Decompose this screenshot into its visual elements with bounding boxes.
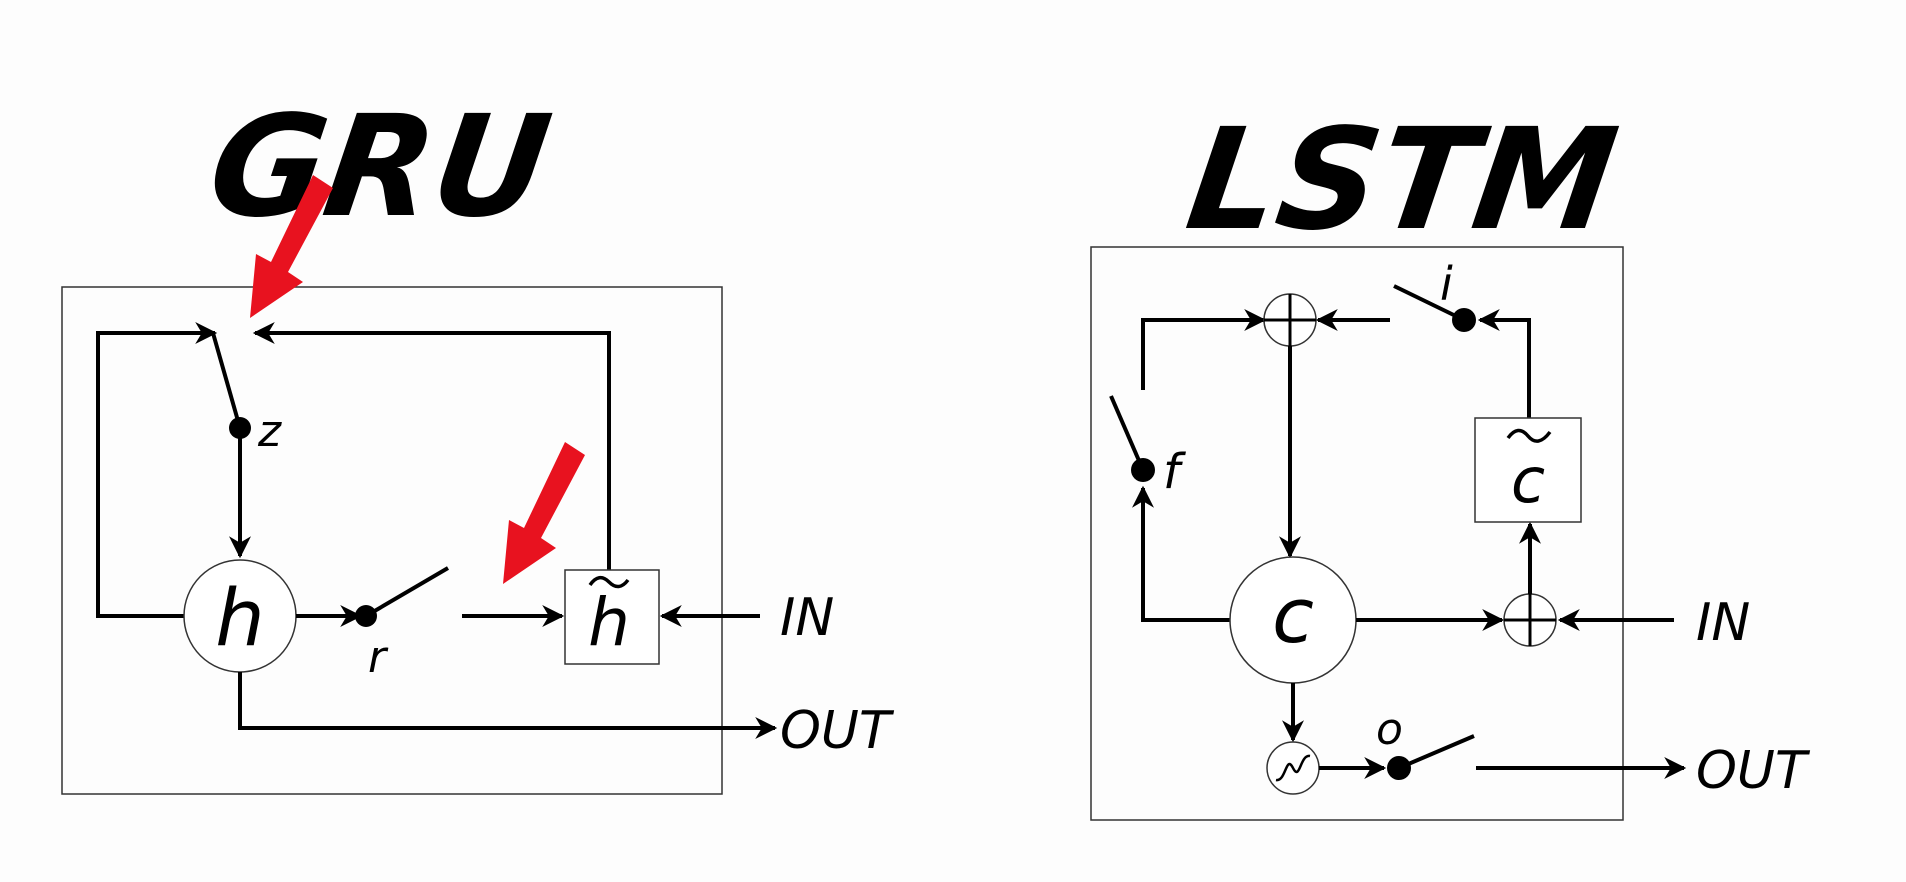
gru-loop-htilde-to-top bbox=[252, 322, 611, 570]
lstm-title: LSTM bbox=[1178, 99, 1626, 262]
gru-tilde-mark bbox=[588, 575, 630, 589]
lstm-switch-o-blade bbox=[1398, 734, 1475, 770]
gru-node-h-candidate bbox=[564, 569, 660, 665]
gru-label-in: IN bbox=[780, 588, 834, 648]
gru-highlight-arrow-middle bbox=[503, 442, 585, 584]
lstm-diagram: LSTM f i c IN bbox=[1090, 99, 1811, 821]
lstm-line-ctilde-to-i bbox=[1477, 309, 1531, 418]
gru-diagram: GRU z h r h IN OUT bbox=[61, 86, 895, 795]
gru-label-r: r bbox=[368, 632, 389, 683]
gru-arrow-out bbox=[238, 672, 778, 739]
gru-label-out: OUT bbox=[780, 701, 895, 761]
gru-switch-r-blade bbox=[364, 566, 450, 618]
lstm-switch-i-blade bbox=[1393, 284, 1465, 322]
lstm-node-c-label: c bbox=[1272, 571, 1314, 660]
gru-node-h-candidate-label: h bbox=[588, 584, 630, 661]
gru-title: GRU bbox=[200, 86, 559, 249]
gru-loop-h-to-z bbox=[96, 322, 218, 618]
lstm-loop-c-to-f bbox=[1132, 485, 1233, 622]
lstm-label-i: i bbox=[1440, 257, 1453, 311]
gru-highlight-arrow-top bbox=[250, 175, 333, 318]
lstm-label-in: IN bbox=[1696, 593, 1750, 653]
lstm-label-f: f bbox=[1163, 444, 1186, 500]
lstm-line-f-to-plus bbox=[1141, 309, 1267, 390]
gru-switch-z-blade bbox=[211, 332, 242, 429]
lstm-label-o: o bbox=[1376, 704, 1403, 755]
gru-frame bbox=[61, 286, 723, 795]
gru-node-h-label: h bbox=[215, 574, 264, 664]
lstm-node-c-candidate-label: c bbox=[1511, 444, 1545, 517]
lstm-switch-f-pivot bbox=[1131, 458, 1155, 482]
lstm-label-out: OUT bbox=[1696, 741, 1811, 801]
gru-label-z: z bbox=[257, 406, 282, 457]
lstm-tanh-curve bbox=[1275, 754, 1311, 782]
lstm-frame bbox=[1090, 246, 1624, 821]
lstm-tilde-mark bbox=[1506, 428, 1552, 443]
lstm-switch-f-blade bbox=[1109, 395, 1145, 471]
